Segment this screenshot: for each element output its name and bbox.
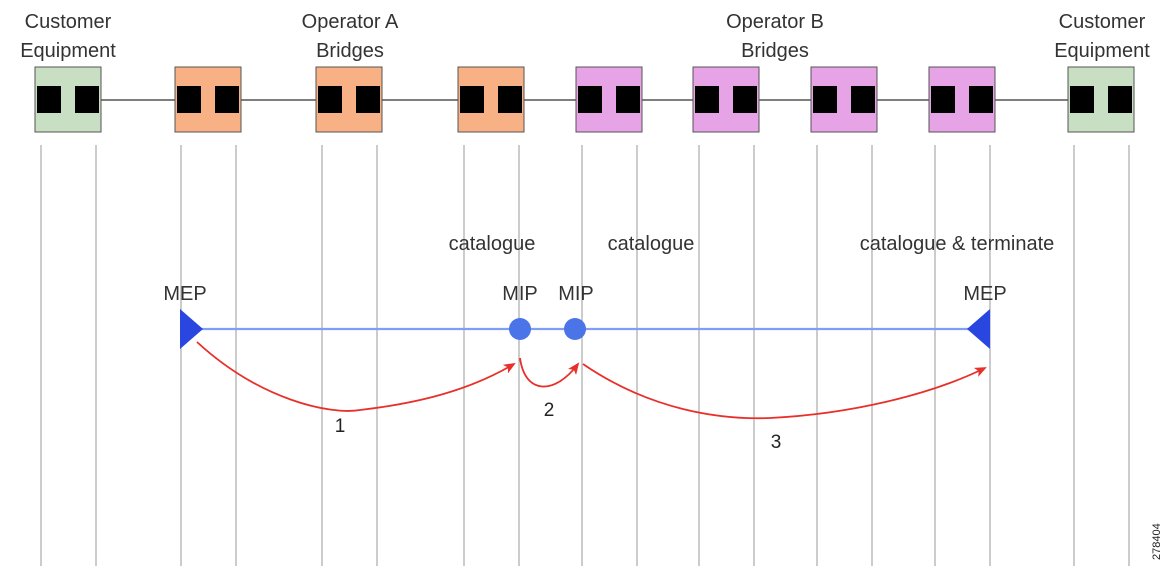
arrow-step-1 xyxy=(196,341,516,412)
mip-a-dot xyxy=(509,318,531,340)
customer-left-label-line2: Equipment xyxy=(20,40,116,62)
port-right xyxy=(1108,86,1132,113)
figure-id: 278404 xyxy=(1151,523,1163,560)
port-left xyxy=(318,86,342,113)
port-left xyxy=(695,86,719,113)
device-operator-b-7 xyxy=(810,66,878,133)
customer-right-label-line2: Equipment xyxy=(1054,40,1150,62)
operator-a-label-line2: Bridges xyxy=(316,40,384,62)
operator-b-label-line2: Bridges xyxy=(741,40,809,62)
catalogue-label-b: catalogue xyxy=(608,233,695,255)
port-left xyxy=(578,86,602,113)
port-left xyxy=(460,86,484,113)
device-operator-b-5 xyxy=(575,66,643,133)
port-right xyxy=(616,86,640,113)
mep-right-triangle xyxy=(967,309,990,349)
port-right xyxy=(498,86,522,113)
device-operator-a-3 xyxy=(315,66,383,133)
port-right xyxy=(75,86,99,113)
device-operator-a-2 xyxy=(174,66,242,133)
customer-left-label-line1: Customer xyxy=(25,11,112,33)
mip-b-dot xyxy=(564,318,586,340)
port-left xyxy=(931,86,955,113)
port-right xyxy=(356,86,380,113)
port-right xyxy=(851,86,875,113)
catalogue-terminate-label: catalogue & terminate xyxy=(860,233,1055,255)
port-right xyxy=(969,86,993,113)
port-left xyxy=(813,86,837,113)
mip-b-label: MIP xyxy=(558,283,594,305)
port-right xyxy=(215,86,239,113)
port-left xyxy=(177,86,201,113)
port-right xyxy=(733,86,757,113)
step-3-label: 3 xyxy=(771,432,782,453)
device-customer-1 xyxy=(34,66,102,133)
mep-left-label: MEP xyxy=(163,283,206,305)
operator-b-label-line1: Operator B xyxy=(726,11,824,33)
mip-a-label: MIP xyxy=(502,283,538,305)
device-row xyxy=(34,66,1135,133)
customer-right-label-line1: Customer xyxy=(1059,11,1146,33)
step-1-label: 1 xyxy=(335,416,346,437)
device-customer-9 xyxy=(1067,66,1135,133)
vertical-gridlines xyxy=(40,145,1130,566)
port-left xyxy=(1070,86,1094,113)
catalogue-label-a: catalogue xyxy=(449,233,536,255)
device-operator-b-6 xyxy=(692,66,760,133)
mep-right-label: MEP xyxy=(963,283,1006,305)
port-left xyxy=(37,86,61,113)
arrow-step-3 xyxy=(582,363,987,420)
step-2-label: 2 xyxy=(544,400,555,421)
device-operator-a-4 xyxy=(457,66,525,133)
operator-a-label-line1: Operator A xyxy=(302,11,399,33)
device-operator-b-8 xyxy=(928,66,996,133)
mep-left-triangle xyxy=(180,309,203,349)
arrow-step-2 xyxy=(519,357,580,388)
